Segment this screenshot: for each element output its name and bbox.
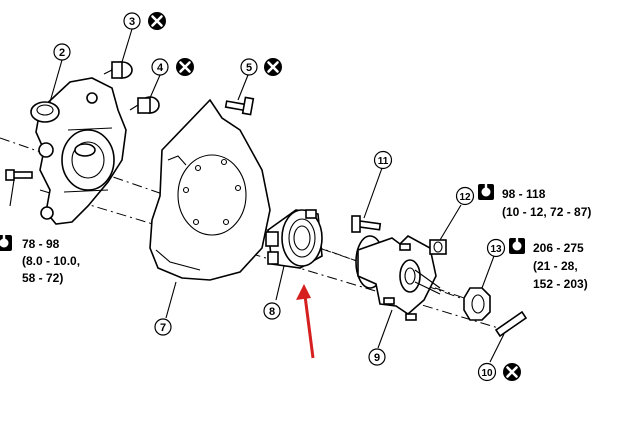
- torque-wrench-icon: [509, 238, 525, 254]
- callout-13-label: 13: [490, 244, 502, 255]
- steering-knuckle: [30, 77, 127, 225]
- callout-3-label: 3: [129, 16, 135, 28]
- wheel-nut: [463, 287, 491, 321]
- baffle-plate: [149, 98, 271, 281]
- callout-7: 7: [154, 318, 172, 336]
- torque-value-line: 206 - 275: [533, 241, 584, 255]
- callout-8-label: 8: [269, 306, 275, 318]
- callout-8: 8: [263, 302, 281, 320]
- callout-10-label: 10: [481, 368, 493, 379]
- callout-10: 10: [477, 361, 523, 383]
- torque-value-line: 152 - 203): [533, 277, 588, 291]
- wheel-hub: [355, 235, 441, 321]
- callout-11: 11: [373, 150, 393, 170]
- do-not-reuse-icon: [146, 10, 168, 32]
- torque-spec-knuckle-bolt: 78 - 98 (8.0 - 10.0, 58 - 72): [0, 235, 80, 285]
- torque-value-line: 98 - 118: [502, 187, 546, 201]
- do-not-reuse-icon: [174, 56, 196, 78]
- cotter-pin: [494, 310, 528, 338]
- callout-4: 4: [151, 56, 196, 78]
- torque-value-line: (8.0 - 10.0,: [22, 254, 80, 268]
- hub-bolt: [351, 215, 382, 233]
- do-not-reuse-icon: [501, 361, 523, 383]
- knuckle-bolt: [5, 169, 33, 181]
- bushing-lower: [129, 96, 160, 114]
- torque-spec-wheel-nut: 206 - 275 (21 - 28, 152 - 203): [533, 241, 588, 291]
- callout-2-label: 2: [59, 47, 65, 59]
- callout-12-label: 12: [459, 192, 471, 203]
- bushing-upper: [103, 61, 133, 79]
- callout-5: 5: [240, 56, 284, 78]
- baffle-bolt: [224, 96, 255, 116]
- callout-4-label: 4: [157, 62, 164, 74]
- callout-3: 3: [123, 10, 168, 32]
- callout-9-label: 9: [374, 352, 380, 364]
- do-not-reuse-icon: [262, 56, 284, 78]
- torque-wrench-icon: [478, 184, 494, 200]
- callout-2: 2: [53, 43, 71, 61]
- torque-value-line: (10 - 12, 72 - 87): [502, 205, 591, 219]
- leader-lines: [9, 28, 505, 363]
- torque-wrench-icon: [0, 235, 12, 251]
- torque-value-line: (21 - 28,: [533, 259, 578, 273]
- callout-12: 12: [455, 184, 494, 206]
- callout-11-label: 11: [378, 156, 389, 167]
- torque-value-line: 78 - 98: [22, 237, 60, 251]
- torque-spec-hub-nut: 98 - 118 (10 - 12, 72 - 87): [502, 187, 591, 219]
- callout-5-label: 5: [246, 62, 252, 74]
- torque-value-line: 58 - 72): [22, 271, 63, 285]
- hub-bearing: [265, 209, 323, 269]
- callout-13: 13: [486, 238, 525, 258]
- callout-9: 9: [368, 348, 386, 366]
- red-pointer-arrow: [296, 284, 315, 359]
- callout-7-label: 7: [160, 322, 166, 334]
- hub-nut: [429, 239, 447, 255]
